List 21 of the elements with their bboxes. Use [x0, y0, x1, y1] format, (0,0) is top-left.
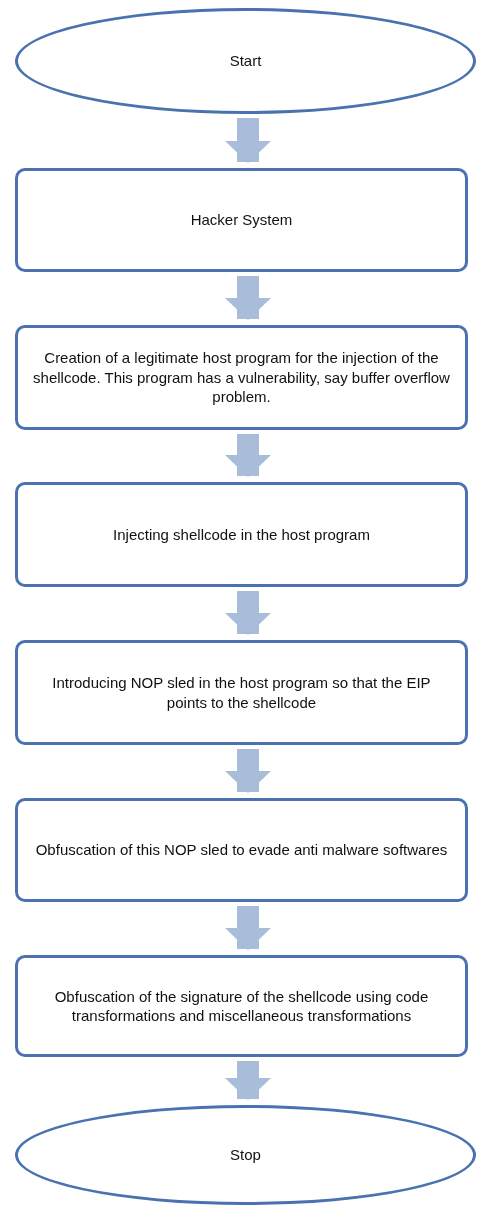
- node-label: Creation of a legitimate host program for the injection of the shellcode. This program has a vulnerability, say buffer overflow problem.: [32, 348, 451, 407]
- process-box: [15, 955, 468, 1057]
- node-label: Stop: [230, 1145, 261, 1165]
- node-label: Hacker System: [190, 210, 293, 230]
- block-arrow: [225, 276, 271, 320]
- block-arrow: [225, 591, 271, 635]
- node-label: Injecting shellcode in the host program: [113, 524, 370, 545]
- process-box: [15, 640, 468, 745]
- process-box: [15, 482, 468, 587]
- block-arrow: [225, 749, 271, 793]
- block-arrow: [225, 434, 271, 477]
- node-label: Obfuscation of this NOP sled to evade anti malware softwares: [35, 840, 448, 860]
- process-box: [15, 168, 468, 272]
- process-box: [15, 798, 468, 902]
- block-arrow: [225, 906, 271, 950]
- node-label: Obfuscation of the signature of the shellcode using code transformations and miscellaneous transformations: [53, 986, 430, 1026]
- block-arrow: [225, 118, 271, 163]
- block-arrow: [225, 1061, 271, 1100]
- node-label: Introducing NOP sled in the host program so that the EIP points to the shellcode: [51, 673, 432, 712]
- process-box: [15, 325, 468, 430]
- node-label: Start: [229, 51, 262, 71]
